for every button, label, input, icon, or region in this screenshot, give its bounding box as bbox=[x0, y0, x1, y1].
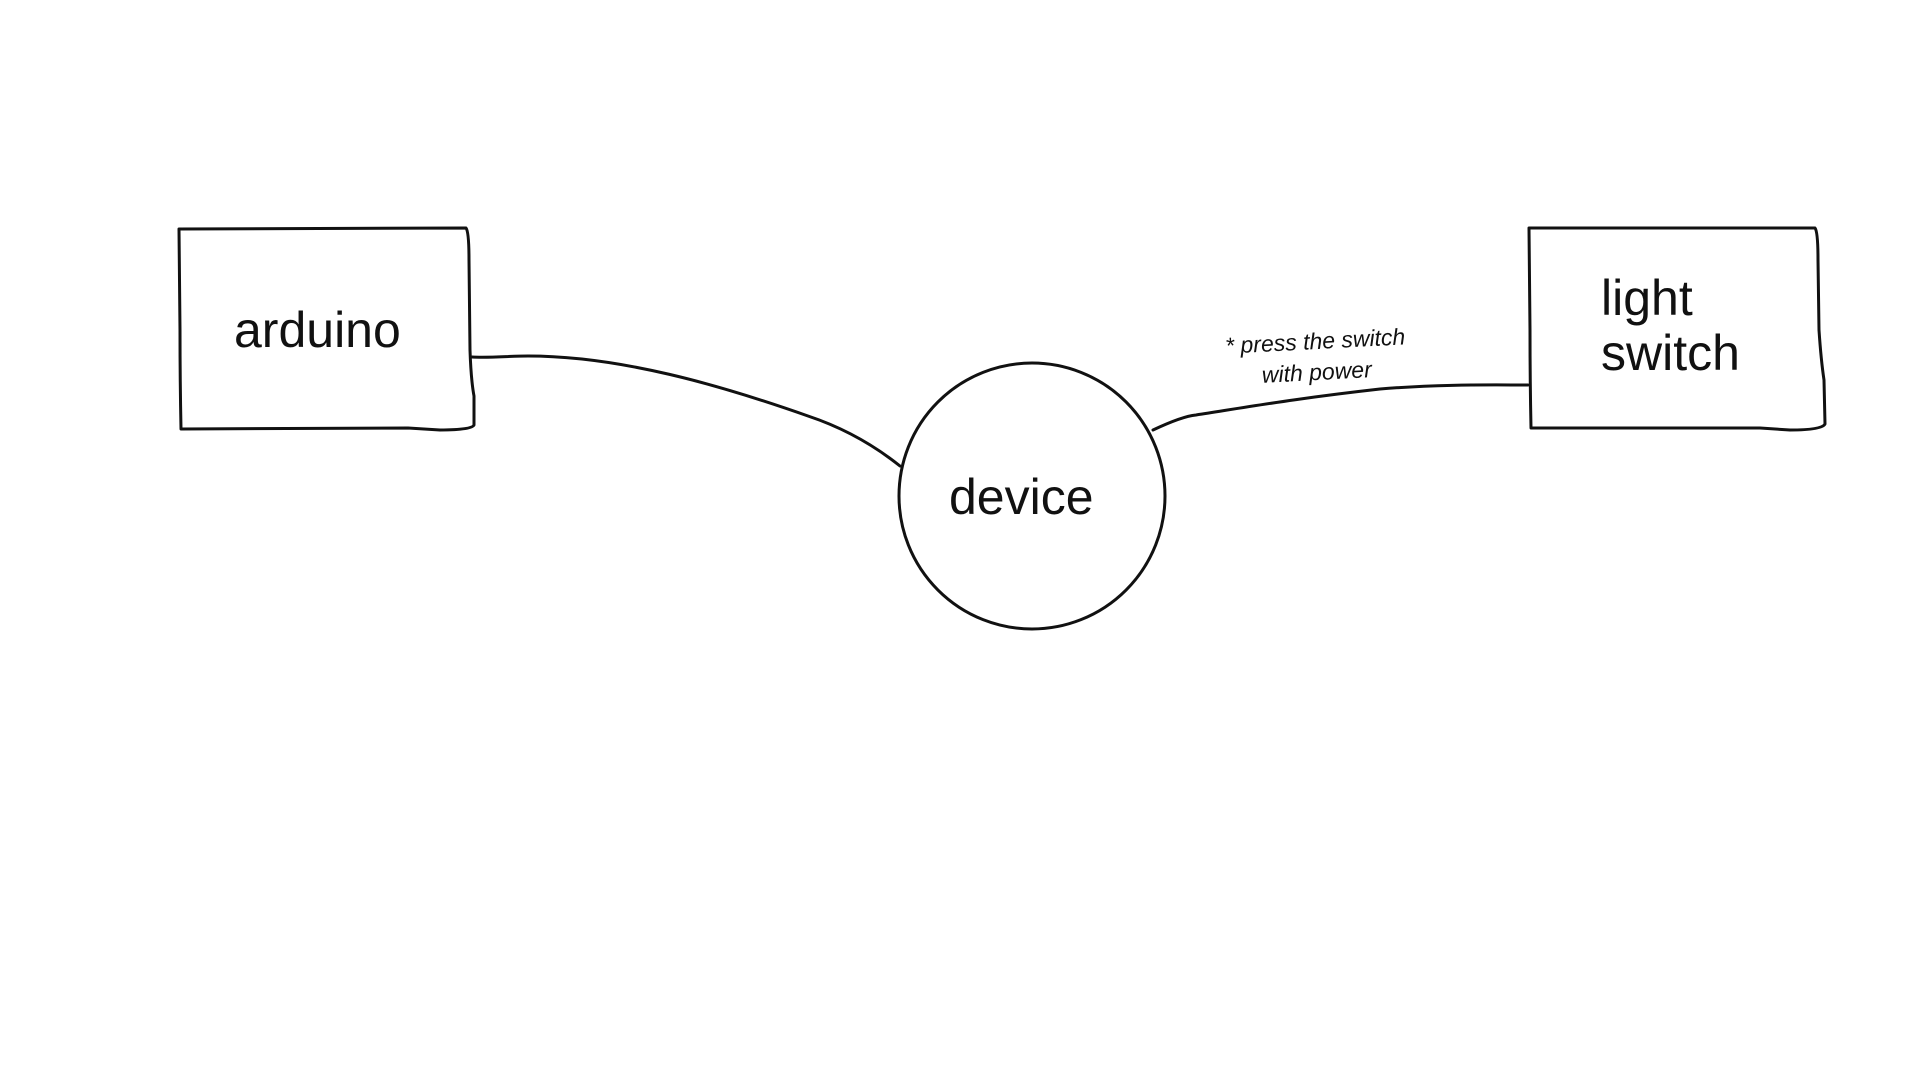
light-switch-label-line1: light bbox=[1601, 270, 1693, 326]
arduino-box[interactable] bbox=[177, 226, 476, 432]
edge-arduino-device[interactable] bbox=[470, 354, 902, 468]
edge-device-switch[interactable] bbox=[1151, 383, 1530, 432]
arduino-label: arduino bbox=[234, 302, 401, 358]
device-label: device bbox=[949, 469, 1094, 525]
light-switch-box[interactable] bbox=[1527, 226, 1827, 432]
light-switch-label: light switch bbox=[1601, 271, 1740, 381]
device-circle[interactable] bbox=[897, 361, 1167, 631]
light-switch-label-line2: switch bbox=[1601, 325, 1740, 381]
